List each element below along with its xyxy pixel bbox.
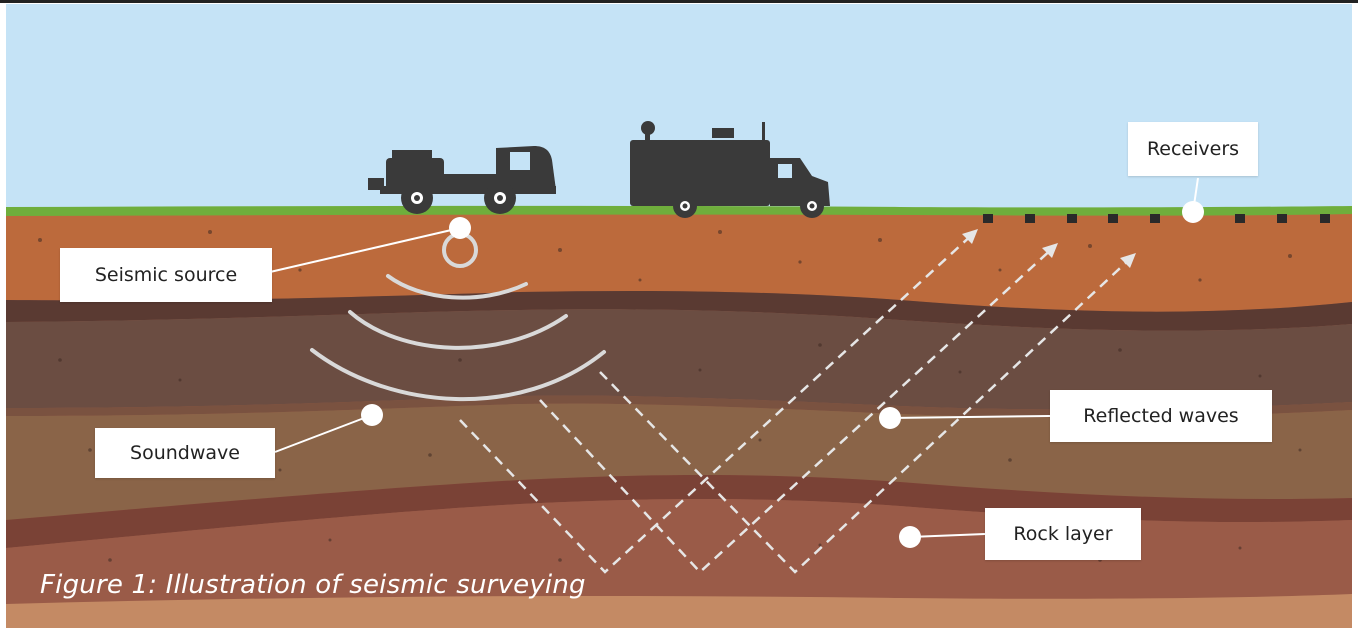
tan-layer [6, 403, 1352, 520]
soundwave-label: Soundwave [95, 428, 275, 478]
pointer-dot-icon [1182, 201, 1204, 223]
receiver-icon [1067, 214, 1077, 223]
receivers-label: Receivers [1128, 122, 1258, 176]
receiver-icon [1277, 214, 1287, 223]
red-band [6, 475, 1352, 548]
dark-band [6, 290, 1352, 331]
soundwave-arcs [310, 274, 606, 402]
receivers-row [983, 214, 1330, 223]
pointer-dot-icon [449, 217, 471, 239]
leader-lines [269, 177, 1199, 538]
rock-layer-label: Rock layer [985, 508, 1141, 560]
reflected-wave-paths [459, 231, 1134, 574]
receiver-icon [1235, 214, 1245, 223]
figure-caption: Figure 1: Illustration of seismic survey… [40, 570, 586, 600]
light-bottom-strip [6, 594, 1352, 628]
receiver-icon [1320, 214, 1330, 223]
pointer-dot-icon [899, 526, 921, 548]
mid-brown-layer [6, 309, 1352, 410]
pointer-dot-icon [361, 404, 383, 426]
reflected-waves-label: Reflected waves [1050, 390, 1272, 442]
vibroseis-truck-icon [368, 146, 556, 214]
pointer-dots [361, 201, 1204, 548]
soil-speckles [38, 230, 1302, 562]
seismic-source-label: Seismic source [60, 248, 272, 302]
receiver-icon [1108, 214, 1118, 223]
receiver-icon [1025, 214, 1035, 223]
thin-band [6, 395, 1352, 418]
receiver-icon [1150, 214, 1160, 223]
receiver-icon [983, 214, 993, 223]
recording-truck-icon [630, 121, 830, 218]
pointer-dot-icon [879, 407, 901, 429]
soil-top-layer [6, 214, 1352, 312]
arrow-heads [962, 229, 1136, 268]
top-border [0, 0, 1358, 3]
